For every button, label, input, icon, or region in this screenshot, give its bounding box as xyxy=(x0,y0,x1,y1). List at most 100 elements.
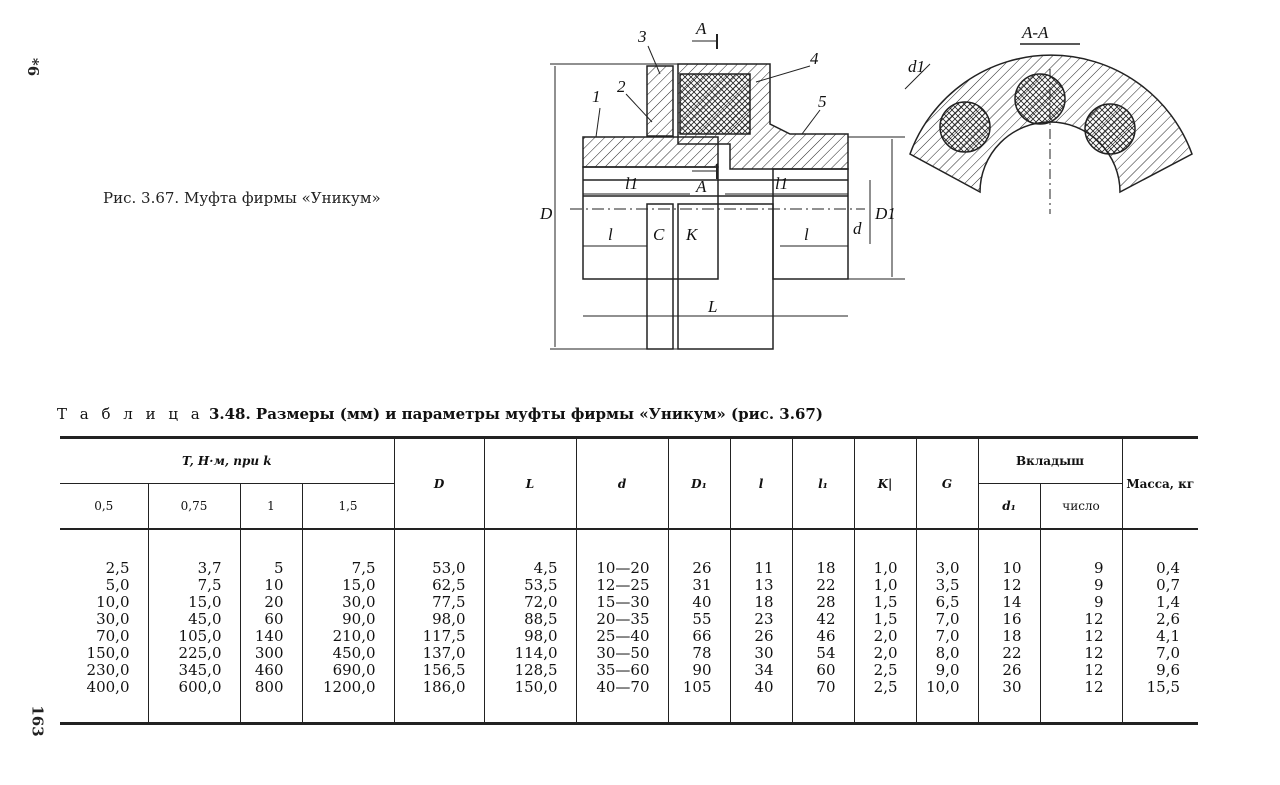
table-cell: 140 xyxy=(239,628,302,645)
table-cell: 16 xyxy=(977,611,1041,628)
table-cell: 40—70 xyxy=(575,679,669,725)
table-cell: 18 xyxy=(729,594,793,611)
table-cell: 66 xyxy=(667,628,731,645)
table-caption-prefix: Т а б л и ц а xyxy=(57,405,204,423)
label-part-4: 4 xyxy=(810,49,819,68)
label-dim-l-right: l xyxy=(804,225,809,244)
label-dim-d: d xyxy=(853,219,862,238)
table-cell: 26 xyxy=(977,662,1041,679)
table-cell: 30—50 xyxy=(575,645,669,662)
label-dim-K: K xyxy=(685,225,699,244)
table-cell: 20 xyxy=(239,594,302,611)
label-dim-L: L xyxy=(707,297,717,316)
label-dim-l1-right: l1 xyxy=(775,174,788,193)
table-cell: 1,0 xyxy=(853,529,917,577)
table-cell: 8,0 xyxy=(915,645,979,662)
table-cell: 225,0 xyxy=(147,645,240,662)
table-cell: 23 xyxy=(729,611,793,628)
table-cell: 3,5 xyxy=(915,577,979,594)
table-cell: 53,5 xyxy=(483,577,577,594)
table-cell: 3,7 xyxy=(147,529,240,577)
table-cell: 9,6 xyxy=(1121,662,1199,679)
label-dim-D: D xyxy=(539,204,553,223)
table-cell: 10—20 xyxy=(575,529,669,577)
label-part-1: 1 xyxy=(592,87,601,106)
table-cell: 13 xyxy=(729,577,793,594)
header-d: d xyxy=(575,436,669,530)
table-cell: 30,0 xyxy=(301,594,395,611)
table-cell: 53,0 xyxy=(393,529,485,577)
table-cell: 10,0 xyxy=(915,679,979,725)
table-cell: 70,0 xyxy=(96,627,130,645)
table-cell: 15,5 xyxy=(1121,679,1199,725)
table-cell: 31 xyxy=(667,577,731,594)
dimensions-table-container: T, Н·м, при k D L d D₁ l l₁ K| G Вкладыш… xyxy=(60,436,1199,725)
label-part-2: 2 xyxy=(617,77,626,96)
figure-caption: Рис. 3.67. Муфта фирмы «Уникум» xyxy=(103,189,381,207)
header-mass: Масса, кг xyxy=(1121,436,1199,530)
table-cell: 9 xyxy=(1039,529,1123,577)
table-cell: 3,0 xyxy=(915,529,979,577)
header-torque-group: T, Н·м, при k xyxy=(60,436,395,484)
table-cell: 10 xyxy=(977,529,1041,577)
table-cell: 2,0 xyxy=(853,628,917,645)
table-cell: 42 xyxy=(791,611,855,628)
table-cell: 72,0 xyxy=(483,594,577,611)
table-cell: 11 xyxy=(729,529,793,577)
label-dim-l1-left: l1 xyxy=(625,174,638,193)
table-cell: 210,0 xyxy=(301,628,395,645)
table-cell: 4,1 xyxy=(1121,628,1199,645)
table-cell: 2,6 xyxy=(1121,611,1199,628)
table-caption-text: 3.48. Размеры (мм) и параметры муфты фир… xyxy=(208,405,823,423)
table-cell: 5,0 xyxy=(105,576,130,594)
table-cell: 12—25 xyxy=(575,577,669,594)
table-cell: 9 xyxy=(1039,577,1123,594)
dimensions-table: T, Н·м, при k D L d D₁ l l₁ K| G Вкладыш… xyxy=(60,436,1199,725)
table-cell: 26 xyxy=(729,628,793,645)
table-cell: 34 xyxy=(729,662,793,679)
table-cell: 22 xyxy=(977,645,1041,662)
header-insert-d1: d₁ xyxy=(977,483,1041,530)
table-cell: 186,0 xyxy=(393,679,485,725)
table-cell: 230,0 xyxy=(86,661,130,679)
table-cell: 128,5 xyxy=(483,662,577,679)
table-cell: 690,0 xyxy=(301,662,395,679)
table-cell: 55 xyxy=(667,611,731,628)
table-cell: 10 xyxy=(239,577,302,594)
table-cell: 54 xyxy=(791,645,855,662)
table-cell: 15,0 xyxy=(147,594,240,611)
table-cell: 15—30 xyxy=(575,594,669,611)
table-cell: 7,5 xyxy=(301,529,395,577)
table-cell: 114,0 xyxy=(483,645,577,662)
table-cell: 9,0 xyxy=(915,662,979,679)
table-cell: 28 xyxy=(791,594,855,611)
table-cell: 117,5 xyxy=(393,628,485,645)
table-cell: 0,7 xyxy=(1121,577,1199,594)
label-dim-C: C xyxy=(653,225,665,244)
label-section-title: A-A xyxy=(1021,23,1049,42)
table-cell: 30 xyxy=(977,679,1041,725)
table-cell: 150,0 xyxy=(483,679,577,725)
table-cell: 77,5 xyxy=(393,594,485,611)
table-cell: 25—40 xyxy=(575,628,669,645)
label-part-5: 5 xyxy=(818,92,827,111)
table-cell: 20—35 xyxy=(575,611,669,628)
table-cell: 12 xyxy=(1039,628,1123,645)
table-cell: 70 xyxy=(791,679,855,725)
table-cell: 12 xyxy=(1039,645,1123,662)
table-cell: 1,5 xyxy=(853,594,917,611)
header-k-0-5: 0,5 xyxy=(60,483,148,530)
table-cell: 60 xyxy=(239,611,302,628)
table-cell: 105 xyxy=(667,679,731,725)
table-cell: 1,4 xyxy=(1121,594,1199,611)
table-cell: 0,4 xyxy=(1121,529,1199,577)
table-cell: 12 xyxy=(1039,662,1123,679)
